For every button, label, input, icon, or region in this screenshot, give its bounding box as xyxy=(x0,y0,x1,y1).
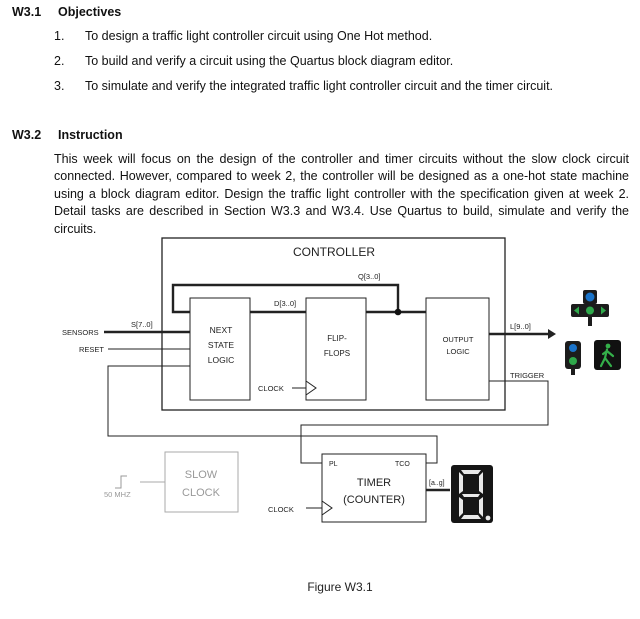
tco-label: TCO xyxy=(395,461,410,468)
ff-clock-triangle xyxy=(305,380,317,396)
l-bus-arrow xyxy=(548,329,556,339)
timer-line-2: (COUNTER) xyxy=(343,494,405,506)
pl-label: PL xyxy=(329,461,338,468)
l-bus-label: L[9..0] xyxy=(510,322,531,331)
trigger-line xyxy=(300,380,549,464)
section-title: Objectives xyxy=(58,5,122,19)
controller-label: CONTROLLER xyxy=(293,245,375,259)
trigger-label: TRIGGER xyxy=(510,371,545,380)
slow-clock-line-1: SLOW xyxy=(185,469,218,481)
bus-junction-dot xyxy=(394,308,402,316)
sensors-label: SENSORS xyxy=(62,328,99,337)
section-title: Instruction xyxy=(58,128,123,142)
q-bus-label: Q[3..0] xyxy=(358,272,381,281)
objective-text: To design a traffic light controller cir… xyxy=(85,29,433,43)
figure-caption: Figure W3.1 xyxy=(307,580,373,594)
next-state-line-2: STATE xyxy=(208,340,234,350)
next-state-line-1: NEXT xyxy=(210,325,233,335)
next-state-line-3: LOGIC xyxy=(208,355,234,365)
s-bus-label: S[7..0] xyxy=(131,320,153,329)
square-wave-icon xyxy=(115,475,127,489)
instruction-paragraph: This week will focus on the design of th… xyxy=(54,152,629,236)
seven-segment-display-icon xyxy=(451,465,493,523)
timer-clock-label: CLOCK xyxy=(268,505,294,514)
traffic-light-icon xyxy=(565,341,581,375)
controller-box xyxy=(161,237,506,411)
objective-number: 1. xyxy=(54,29,65,43)
section-number: W3.1 xyxy=(12,5,42,19)
timer-block xyxy=(321,453,427,523)
output-logic-line-1: OUTPUT xyxy=(443,335,474,344)
output-logic-line-2: LOGIC xyxy=(446,347,470,356)
frequency-label: 50 MHZ xyxy=(104,490,131,499)
objective-number: 2. xyxy=(54,54,65,68)
slow-clock-block xyxy=(164,451,239,513)
objective-text: To build and verify a circuit using the … xyxy=(85,54,454,68)
ag-bus-label: [a..g] xyxy=(429,480,445,487)
section-number: W3.2 xyxy=(12,128,42,142)
objective-number: 3. xyxy=(54,79,65,93)
flip-flops-line-1: FLIP- xyxy=(327,334,347,343)
output-logic-block xyxy=(425,297,490,401)
flip-flops-line-2: FLOPS xyxy=(324,349,350,358)
timer-clock-triangle xyxy=(321,500,333,516)
tco-line xyxy=(107,365,438,464)
traffic-light-arrows-icon xyxy=(571,290,609,326)
slow-clock-line-2: CLOCK xyxy=(182,487,221,499)
reset-label: RESET xyxy=(79,345,104,354)
controller-clock-label: CLOCK xyxy=(258,384,284,393)
timer-line-1: TIMER xyxy=(357,477,391,489)
pedestrian-walk-icon xyxy=(594,340,621,370)
flip-flops-block xyxy=(305,297,367,401)
q-feedback-bus xyxy=(171,283,400,314)
objective-text: To simulate and verify the integrated tr… xyxy=(85,79,554,93)
slow-clock-group xyxy=(115,451,239,513)
d-bus-label: D[3..0] xyxy=(274,299,296,308)
